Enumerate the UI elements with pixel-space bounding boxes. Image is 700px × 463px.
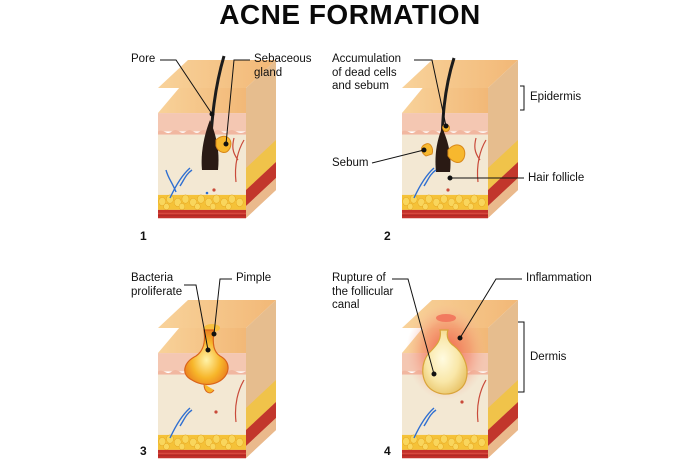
label-dermis: Dermis	[530, 351, 567, 363]
panel-number-3: 3	[140, 444, 147, 458]
label-pimple: Pimple	[236, 272, 272, 284]
label-accumulation: Accumulation of dead cells and sebum	[332, 53, 402, 92]
label-pore: Pore	[131, 53, 156, 65]
panel-number-2: 2	[384, 229, 391, 243]
label-sebum: Sebum	[332, 157, 369, 169]
panel-4	[401, 300, 518, 463]
panel-1	[157, 55, 276, 231]
panel-number-1: 1	[140, 229, 147, 243]
label-bacteria-proliferate: Bacteria proliferate	[131, 272, 183, 298]
label-epidermis: Epidermis	[530, 91, 582, 103]
label-sebaceous-gland: Sebaceous gland	[254, 53, 312, 79]
leader-lines	[160, 59, 525, 393]
label-hair-follicle: Hair follicle	[528, 172, 585, 184]
panel-2	[401, 57, 518, 231]
label-inflammation: Inflammation	[526, 272, 592, 284]
page-title: ACNE FORMATION	[219, 0, 481, 30]
label-rupture: Rupture of the follicular canal	[332, 272, 394, 311]
panel-3	[157, 300, 276, 463]
panel-number-4: 4	[384, 444, 391, 458]
